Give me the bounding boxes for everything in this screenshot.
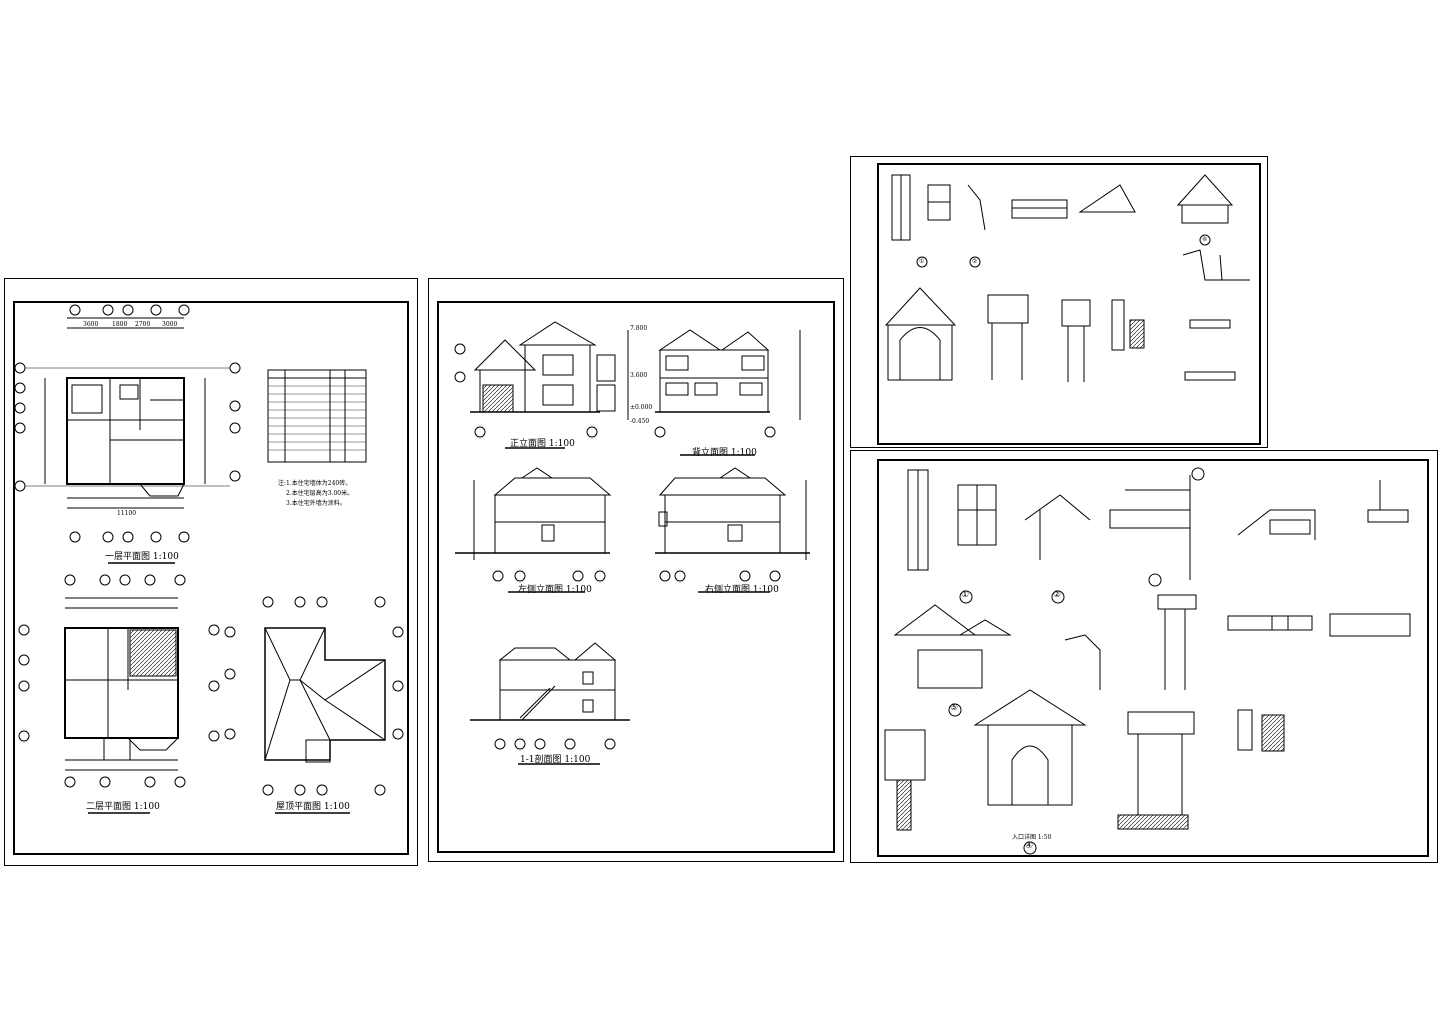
- back-elevation-title: 背立面图 1:100: [692, 448, 757, 458]
- elevation-ground-mark: ±0.000: [630, 404, 653, 411]
- detail-top-label-2: ②: [972, 258, 978, 265]
- sheet-details-bottom: [850, 450, 1438, 863]
- dim-top-2: 1800: [112, 321, 128, 328]
- note-line-1: 注:1.本住宅墙体为240砖。: [278, 480, 352, 487]
- dim-top-3: 2700: [135, 321, 151, 328]
- detail-bottom-label-4: ④: [1025, 841, 1034, 851]
- sheet-details-top: [850, 156, 1268, 448]
- entry-detail-title: 入口详图 1:50: [1012, 834, 1052, 841]
- left-elevation-title: 左侧立面图 1:100: [518, 585, 592, 595]
- dim-total: 11100: [117, 510, 137, 517]
- sheet-details-bottom-frame: [877, 459, 1429, 857]
- first-floor-plan-title: 一层平面图 1:100: [105, 552, 179, 562]
- elevation-top-mark: 7.800: [630, 325, 648, 332]
- detail-bottom-label-1: ①: [961, 590, 970, 600]
- detail-top-label-1: ①: [919, 258, 925, 265]
- sheet-details-top-frame: [877, 163, 1261, 445]
- detail-top-label-6: ⑥: [1202, 236, 1208, 243]
- sheet-floor-plans: [4, 278, 418, 866]
- section-title: 1-1剖面图 1:100: [520, 755, 591, 765]
- dim-top-1: 3600: [83, 321, 99, 328]
- detail-bottom-label-2: ②: [1053, 590, 1062, 600]
- right-elevation-title: 右侧立面图 1:100: [705, 585, 779, 595]
- elevation-mid-mark: 3.600: [630, 372, 648, 379]
- note-line-2: 2.本住宅层高为3.00米。: [286, 490, 354, 497]
- roof-plan-title: 屋顶平面图 1:100: [276, 802, 350, 812]
- note-line-3: 3.本住宅外墙为涂料。: [286, 500, 346, 507]
- dim-top-4: 3000: [162, 321, 178, 328]
- detail-bottom-label-5: ⑤: [950, 703, 959, 713]
- sheet-elevations: [428, 278, 844, 862]
- sheet-floor-plans-frame: [13, 301, 409, 855]
- sheet-elevations-frame: [437, 301, 835, 853]
- second-floor-plan-title: 二层平面图 1:100: [86, 802, 160, 812]
- elevation-low-mark: -0.450: [630, 418, 650, 425]
- front-elevation-title: 正立面图 1:100: [510, 439, 575, 449]
